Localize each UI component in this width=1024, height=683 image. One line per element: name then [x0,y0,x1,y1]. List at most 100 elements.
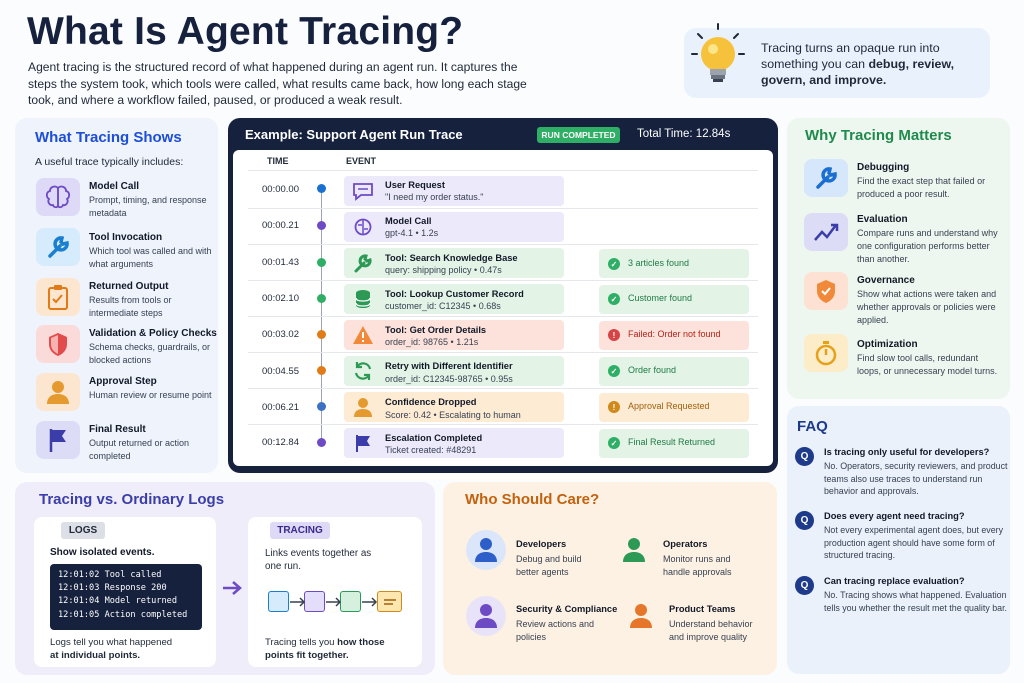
event-card[interactable] [344,356,564,386]
event-title: Confidence Dropped [385,397,477,407]
result-text: Order found [628,365,677,375]
timeline-dot [317,184,326,193]
tip-text: Tracing turns an opaque run into somethi… [761,41,955,87]
event-card[interactable] [344,284,564,314]
timeline-dot [317,438,326,447]
matters-title: Why Tracing Matters [805,127,952,144]
faq-panel [787,406,1010,674]
event-card[interactable] [344,212,564,242]
shows-item-desc: Schema checks, guardrails, or blocked ac… [89,342,211,365]
total-time: Total Time: 12.84s [637,128,731,140]
timeline-dot [317,330,326,339]
who-item-title: Product Teams [669,604,736,614]
security-avatar-icon [466,596,506,636]
tracing-tag: TRACING [270,522,330,539]
event-card[interactable] [344,320,564,350]
logs-title: Tracing vs. Ordinary Logs [39,491,225,508]
shows-item-desc: Which tool was called and with what argu… [89,246,212,269]
result-text: Customer found [628,293,693,303]
event-card[interactable] [344,248,564,278]
wrench-icon [351,253,375,273]
brain-icon [36,178,80,216]
who-item-title: Security & Compliance [516,604,618,614]
shield-icon [804,272,848,310]
brain-icon [351,217,375,237]
event-sub: customer_id: C12345 • 0.68s [385,301,501,311]
retry-icon [351,361,375,381]
row-time: 00:04.55 [262,366,299,377]
event-card[interactable] [344,176,564,206]
lines-icon [384,599,396,605]
log-code-block: 12:01:02 Tool called 12:01:03 Response 2… [50,564,202,630]
row-time: 00:00.00 [262,184,299,195]
faq-question[interactable]: Can tracing replace evaluation? [824,576,965,586]
alert-icon: ! [608,401,620,413]
status-badge: RUN COMPLETED [537,127,620,143]
log-line: 12:01:03 Response 200 [58,583,167,594]
row-time: 00:06.21 [262,402,299,413]
shows-item-title: Final Result [89,424,146,435]
clipboard-icon [36,278,80,316]
event-title: Tool: Search Knowledge Base [385,253,518,263]
result-text: Approval Requested [628,401,710,411]
who-item-desc: Review actions and policies [516,619,595,642]
faq-answer: No. Operators, security reviewers, and p… [824,461,1008,496]
shows-title: What Tracing Shows [35,129,182,146]
event-card[interactable] [344,428,564,458]
timeline-dot [317,221,326,230]
faq-answer: No. Tracing shows what happened. Evaluat… [824,590,1008,613]
faq-question[interactable]: Is tracing only useful for developers? [824,447,990,457]
matters-item-desc: Find slow tool calls, redundant loops, o… [857,353,998,376]
col-time-header: TIME [267,156,289,166]
matters-item-title: Optimization [857,339,918,350]
stopwatch-icon [804,334,848,372]
event-title: Tool: Lookup Customer Record [385,289,524,299]
result-card [599,249,749,278]
intro-text: Agent tracing is the structured record o… [28,60,527,107]
matters-item-title: Governance [857,275,915,286]
event-sub: Ticket created: #48291 [385,445,477,455]
col-event-header: EVENT [346,156,377,166]
event-title: Escalation Completed [385,433,483,443]
faq-title: FAQ [797,418,828,435]
shows-item-title: Approval Step [89,376,157,387]
event-title: Model Call [385,216,432,226]
event-sub: order_id: C12345-98765 • 0.95s [385,374,513,384]
trend-chart-icon [804,213,848,251]
tracing-heading: Links events together as one run. [265,548,372,572]
result-text: Failed: Order not found [628,329,721,339]
matters-item-title: Evaluation [857,214,908,225]
matters-item-title: Debugging [857,162,910,173]
event-sub: query: shipping policy • 0.47s [385,265,502,275]
event-title: Retry with Different Identifier [385,361,513,371]
product-avatar-icon [621,596,661,636]
event-card[interactable] [344,392,564,422]
who-item-title: Developers [516,539,567,549]
shows-item-title: Tool Invocation [89,232,163,243]
who-item-title: Operators [663,539,708,549]
flag-icon [351,433,375,453]
result-text: Final Result Returned [628,437,716,447]
result-card [599,429,749,458]
who-title: Who Should Care? [465,491,600,508]
shows-item-desc: Human review or resume point [89,390,212,400]
question-icon: Q [795,576,814,595]
trace-step-box [268,591,289,612]
shows-item-desc: Prompt, timing, and response metadata [89,195,207,218]
page-title: What Is Agent Tracing? [27,10,464,53]
log-line: 12:01:05 Action completed [58,609,188,620]
row-time: 00:02.10 [262,293,299,304]
matters-item-desc: Show what actions were taken and whether… [857,289,997,325]
timeline-dot [317,366,326,375]
row-time: 00:12.84 [262,437,299,448]
faq-question[interactable]: Does every agent need tracing? [824,511,965,521]
event-sub: gpt-4.1 • 1.2s [385,228,439,238]
event-title: User Request [385,180,445,190]
timeline-line [321,188,322,442]
trace-connectors [290,597,378,607]
event-title: Tool: Get Order Details [385,325,487,335]
tip-callout [684,28,990,98]
database-icon [351,289,375,309]
logs-heading: Show isolated events. [50,547,155,558]
tracing-foot: Tracing tells you how those points fit t… [265,637,385,661]
